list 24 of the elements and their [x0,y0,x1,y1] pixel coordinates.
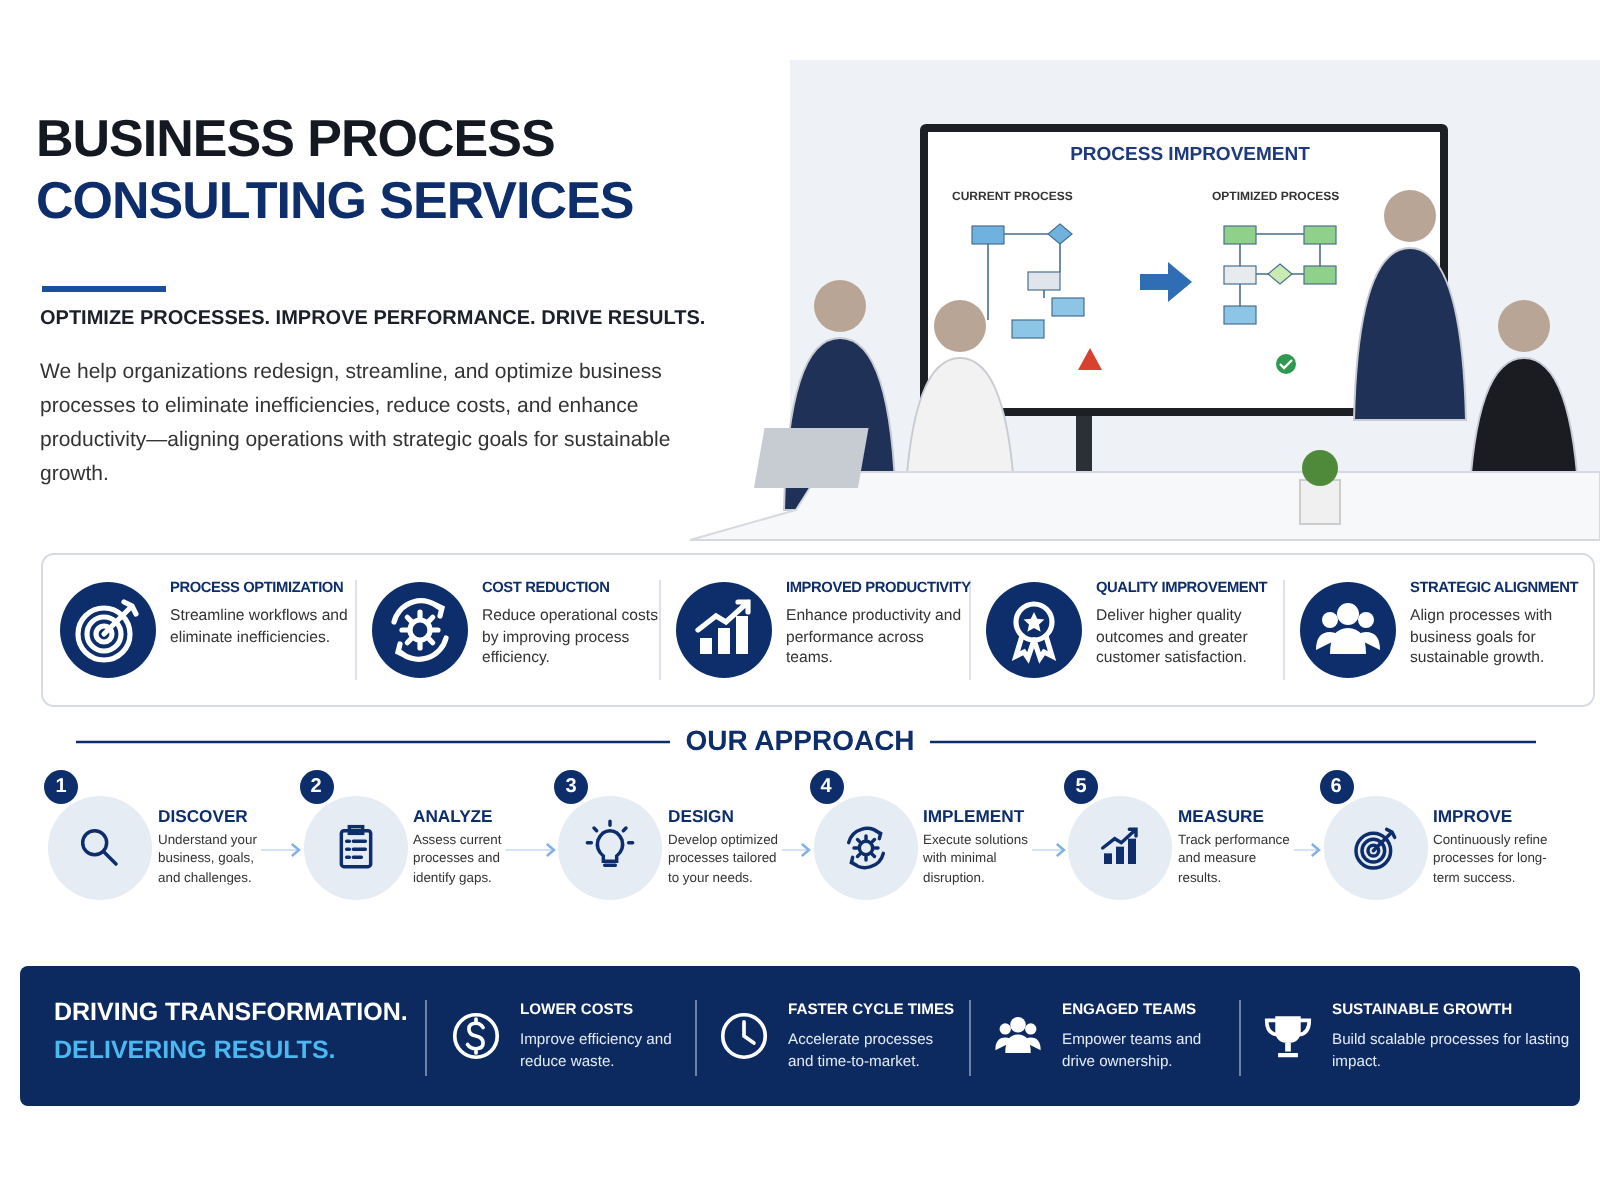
step-title: MEASURE [1178,806,1266,828]
screen-heading: PROCESS IMPROVEMENT [1068,144,1312,168]
step-number: 5 [1064,770,1098,804]
step-title: IMPROVE [1433,806,1515,828]
step-connector [781,842,811,858]
step-title: IMPLEMENT [923,806,1027,828]
tagline: OPTIMIZE PROCESSES. IMPROVE PERFORMANCE. DRIVE RESULTS. [40,308,708,333]
intro-paragraph: We help organizations redesign, streamline, and optimize business processes to eliminate inefficiencies, reduce costs, and enhance productivity—aligning operations with strategic goals for sustainable growth. [40,358,673,490]
step-connector [259,842,301,858]
step-connector [1030,842,1066,858]
step-number: 3 [554,770,588,804]
banner-heading: DRIVING TRANSFORMATION. [54,998,410,1030]
title: BUSINESS PROCESS CONSULTING SERVICES [36,108,636,233]
section-heading: OUR APPROACH [683,724,917,759]
step-connector [504,842,556,858]
step-number: 1 [44,770,78,804]
banner-heading: DELIVERING RESULTS. [54,1036,338,1068]
step-title: DESIGN [668,806,736,828]
step-connector [1292,842,1321,858]
step-number: 6 [1319,770,1353,804]
step-title: ANALYZE [413,806,495,828]
step-title: DISCOVER [158,806,250,828]
step-number: 2 [299,770,333,804]
step-number: 4 [809,770,843,804]
